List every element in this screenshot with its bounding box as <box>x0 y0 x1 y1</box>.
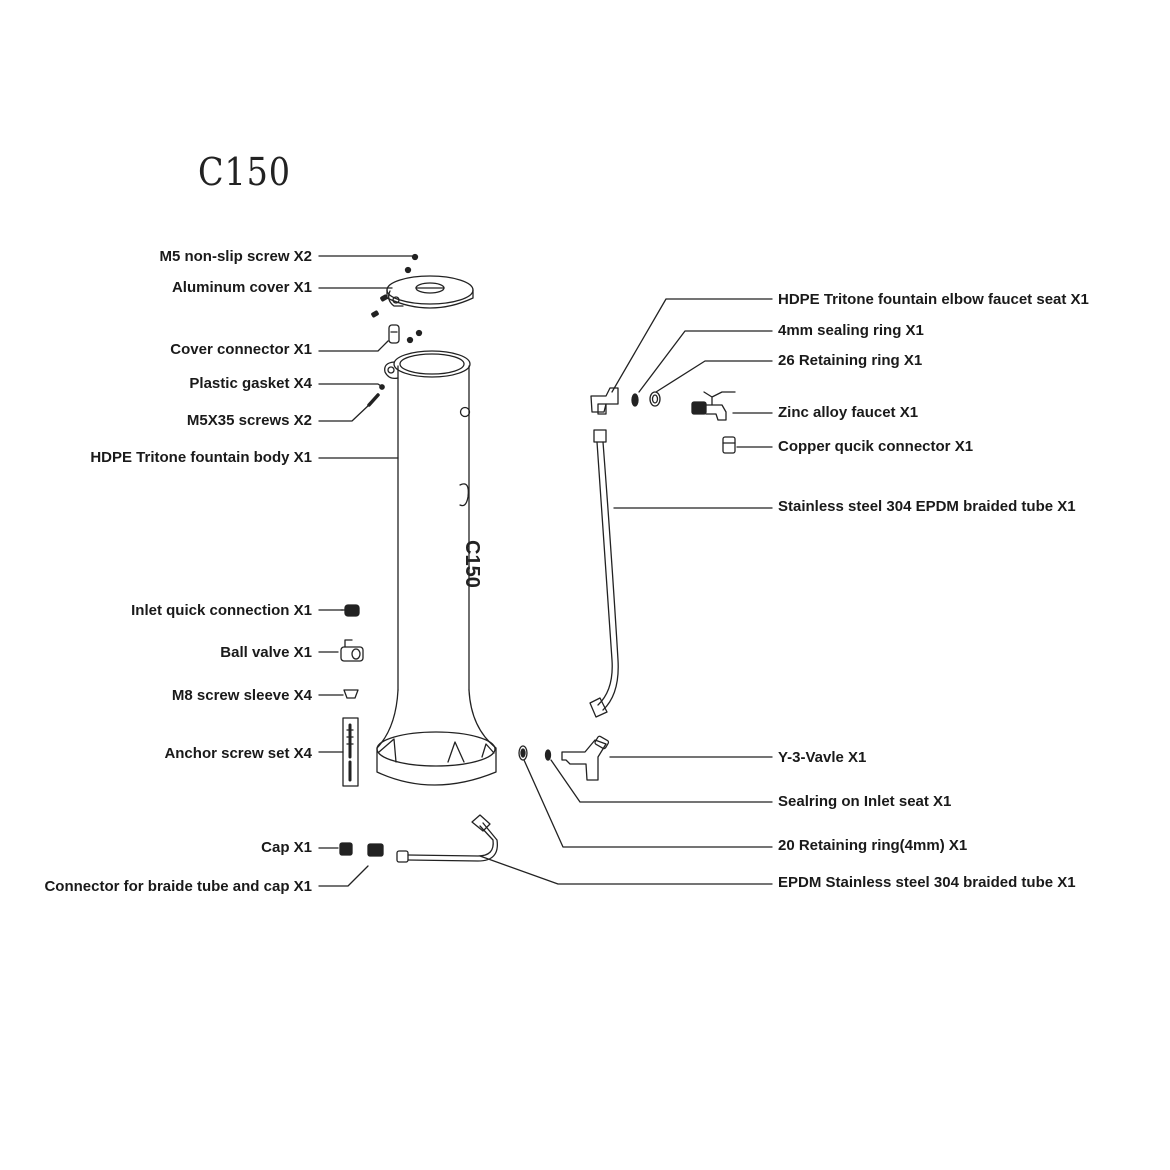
label-stainless-braided-tube: Stainless steel 304 EPDM braided tube X1 <box>778 498 1076 515</box>
aluminum-cover <box>386 275 474 309</box>
body-lettering: C150 <box>461 540 483 588</box>
label-m5-non-slip-screw: M5 non-slip screw X2 <box>159 248 312 265</box>
cover-connector <box>388 324 400 344</box>
elbow-faucet-seat <box>590 387 619 415</box>
label-anchor-screw-set: Anchor screw set X4 <box>164 745 312 762</box>
4mm-sealing-ring <box>631 393 639 407</box>
cover-small-screws <box>371 294 423 344</box>
label-26-retaining-ring: 26 Retaining ring X1 <box>778 352 923 369</box>
cap <box>339 842 353 856</box>
label-m5x35-screws: M5X35 screws X2 <box>186 412 312 429</box>
inlet-quick-connection <box>340 604 360 617</box>
label-inlet-quick-connection: Inlet quick connection X1 <box>131 602 312 619</box>
leader-lines-left <box>318 255 413 887</box>
short-braided-tube <box>396 814 499 863</box>
connector-braide-tube-cap <box>367 843 384 857</box>
long-braided-tube <box>589 429 619 718</box>
26-retaining-ring <box>649 391 661 407</box>
plastic-gasket <box>379 384 385 390</box>
label-zinc-alloy-faucet: Zinc alloy faucet X1 <box>778 404 919 421</box>
label-ball-valve: Ball valve X1 <box>220 644 312 661</box>
copper-quick-connector <box>722 436 736 454</box>
label-sealring-inlet-seat: Sealring on Inlet seat X1 <box>778 793 952 810</box>
leader-lines-right <box>479 298 773 885</box>
label-epdm-braided-tube: EPDM Stainless steel 304 braided tube X1 <box>778 874 1076 891</box>
zinc-alloy-faucet <box>691 391 736 421</box>
label-cover-connector: Cover connector X1 <box>170 341 312 358</box>
sealring-inlet-seat <box>544 749 552 761</box>
page-title: C150 <box>198 150 291 194</box>
label-connector-braide-tube-cap: Connector for braide tube and cap X1 <box>44 878 312 895</box>
label-cap: Cap X1 <box>261 839 312 856</box>
label-elbow-faucet-seat: HDPE Tritone fountain elbow faucet seat … <box>778 291 1089 308</box>
label-m8-screw-sleeve: M8 screw sleeve X4 <box>171 687 312 704</box>
anchor-screw-set <box>342 717 359 787</box>
ball-valve <box>340 639 364 662</box>
y-3-valve <box>561 735 610 781</box>
label-4mm-sealing-ring: 4mm sealing ring X1 <box>778 322 924 339</box>
20-retaining-ring <box>518 745 528 761</box>
label-aluminum-cover: Aluminum cover X1 <box>171 279 312 296</box>
m5-non-slip-screws <box>404 253 419 274</box>
label-y-3-valve: Y-3-Vavle X1 <box>778 749 867 766</box>
m5x35-screws <box>367 393 380 407</box>
fountain-body <box>376 350 497 786</box>
label-copper-quick-connector: Copper qucik connector X1 <box>778 438 974 455</box>
label-20-retaining-ring: 20 Retaining ring(4mm) X1 <box>778 837 968 854</box>
label-plastic-gasket: Plastic gasket X4 <box>189 375 312 392</box>
label-fountain-body: HDPE Tritone fountain body X1 <box>90 449 312 466</box>
m8-screw-sleeve <box>343 689 359 699</box>
